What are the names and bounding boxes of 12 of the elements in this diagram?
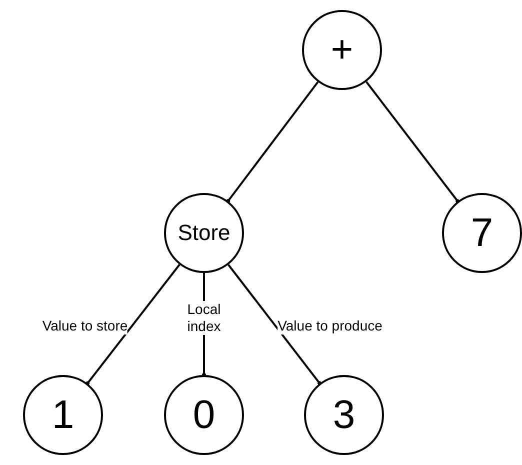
edge-label: Value to produce [278, 318, 382, 334]
connector-line [366, 81, 460, 204]
node-label: 7 [470, 213, 494, 253]
node-label: 3 [332, 395, 356, 435]
node-label: 1 [52, 395, 74, 435]
connector-line [228, 264, 322, 386]
connector-line [226, 81, 319, 204]
node-label: + [330, 31, 354, 69]
node-label: Store [178, 222, 230, 244]
node-label: 0 [192, 395, 216, 435]
connector-line [86, 264, 180, 386]
edge-label: Value to store [42, 318, 128, 334]
